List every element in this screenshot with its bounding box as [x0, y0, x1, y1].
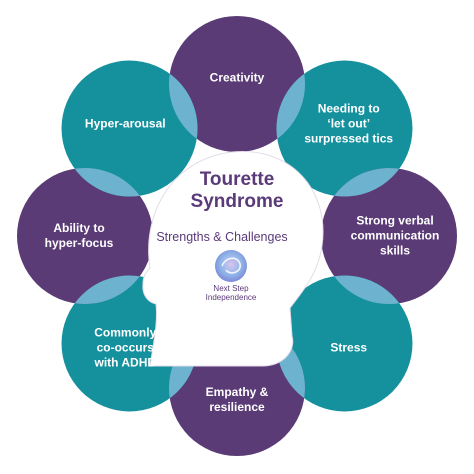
- petal-label-line: Creativity: [209, 70, 265, 85]
- petal-label-line: Empathy &: [205, 385, 269, 399]
- petal-overlap: [276, 73, 306, 139]
- petal-let-out-tics: [276, 60, 413, 197]
- title-line-1: Tourette: [199, 169, 275, 190]
- petal-label-line: Ability to: [53, 221, 105, 235]
- diagram-title: Tourette Syndrome: [191, 169, 284, 213]
- petal-label-line: skills: [379, 243, 411, 258]
- petal-label-line: Commonly: [94, 325, 157, 340]
- petal-label-line: hyper-focus: [44, 236, 114, 250]
- brand-line-2: Independence: [205, 293, 257, 302]
- brand-name: Next Step Independence: [206, 284, 257, 302]
- petal-hyper-arousal: [61, 60, 198, 197]
- brand-line-1: Next Step: [213, 284, 249, 293]
- petal-label-stress: Stress: [330, 340, 367, 355]
- petal-overlap: [169, 73, 198, 139]
- petal-hyper-focus: [17, 168, 153, 304]
- petal-verbal-skills: [321, 168, 457, 304]
- diagram-subtitle: Strengths & Challenges: [156, 230, 288, 244]
- petal-label-creativity: Creativity: [210, 71, 265, 86]
- petal-label-line: surpressed tics: [304, 131, 394, 146]
- title-line-2: Syndrome: [190, 191, 284, 212]
- petal-label-let-out-tics: Needing to‘let out’surpressed tics: [304, 102, 393, 147]
- petal-label-line: Stress: [330, 340, 368, 355]
- petal-label-line: ‘let out’: [327, 116, 371, 131]
- petal-label-line: communication: [350, 228, 440, 243]
- petal-overlap: [74, 275, 140, 304]
- petal-overlap: [334, 168, 400, 197]
- petal-overlap: [74, 168, 140, 197]
- petal-label-line: Hyper-arousal: [84, 116, 166, 131]
- petal-label-empathy: Empathy &resilience: [206, 385, 269, 415]
- petal-label-line: with ADHD: [94, 355, 157, 370]
- petal-label-line: co-occurs: [96, 340, 154, 355]
- petal-label-line: resilience: [209, 400, 265, 414]
- petal-creativity: [169, 16, 305, 152]
- petal-overlap: [334, 275, 400, 304]
- petal-stress: [276, 275, 413, 412]
- petal-label-line: Strong verbal: [356, 213, 434, 228]
- petal-circles: [17, 16, 457, 456]
- brand-logo-icon: [215, 250, 247, 282]
- petal-label-hyper-arousal: Hyper-arousal: [85, 117, 166, 132]
- petal-label-line: Needing to: [317, 101, 380, 116]
